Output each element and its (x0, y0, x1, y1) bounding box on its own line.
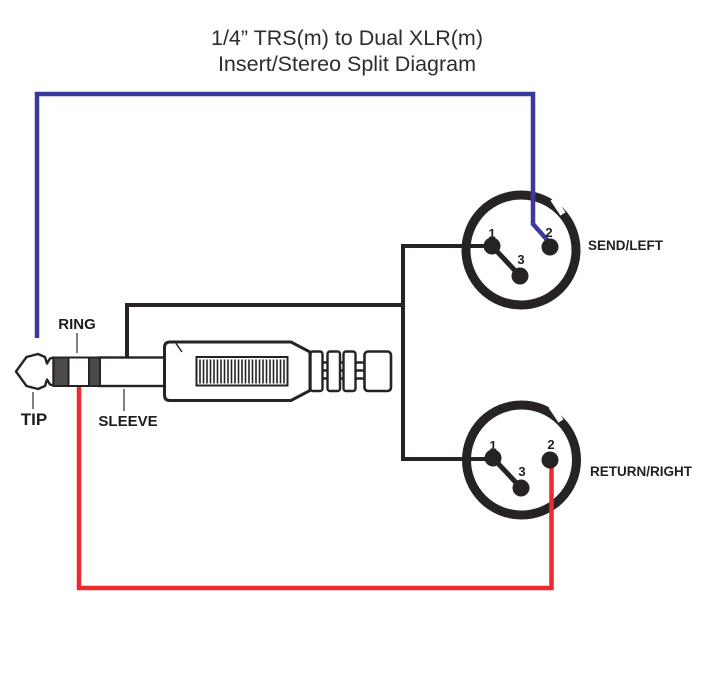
xlr-return-pin3-number: 3 (518, 464, 525, 479)
ring-wire-red (76, 386, 554, 591)
strain-relief-rib-2 (326, 350, 342, 393)
xlr-return-pin2-number: 2 (547, 437, 554, 452)
xlr-return-pins: 1 2 3 (484, 437, 559, 497)
tip-label: TIP (21, 410, 47, 429)
strain-relief-rib-3 (342, 350, 357, 393)
xlr-send-pin1 (483, 237, 501, 255)
xlr-send-keyway-notch (550, 197, 566, 216)
xlr-send-label: SEND/LEFT (588, 238, 664, 253)
diagram-title-line1: 1/4” TRS(m) to Dual XLR(m) (211, 26, 483, 50)
trs-plug (14, 340, 393, 402)
trs-insulator-band-1 (52, 356, 70, 387)
sleeve-label: SLEEVE (98, 413, 157, 430)
xlr-return-label: RETURN/RIGHT (590, 464, 693, 479)
xlr-return-pin2 (541, 451, 559, 469)
trs-tip-cone (14, 352, 55, 391)
xlr-return-pin3 (512, 479, 530, 497)
xlr-send-connector (461, 190, 581, 310)
tip-wire-blue (34, 91, 551, 338)
xlr-send-pins: 1 2 3 (483, 225, 559, 285)
xlr-return-pin1-number: 1 (489, 438, 496, 453)
strain-relief-end-cap (363, 350, 393, 393)
strain-relief-joints (323, 361, 364, 380)
trs-ring-band (67, 356, 90, 387)
trs-sleeve-shaft (97, 356, 171, 388)
sleeve-wire-to-pins (401, 244, 494, 461)
xlr-return-pin1 (484, 449, 502, 467)
xlr-send-pin3-number: 3 (517, 252, 524, 267)
xlr-send-pin2 (541, 238, 559, 256)
xlr-send-pin2-number: 2 (545, 225, 552, 240)
xlr-send-pin3 (511, 267, 529, 285)
xlr-return-keyway-notch (548, 404, 564, 423)
sleeve-wire-segment (125, 303, 403, 357)
strain-relief-rib-1 (309, 350, 324, 393)
wires (34, 91, 554, 591)
trs-grip-knurling (199, 359, 285, 384)
trs-insulator-band-2 (88, 356, 101, 387)
diagram-title-line2: Insert/Stereo Split Diagram (218, 52, 476, 76)
barrel-mold-line (175, 343, 183, 353)
trs-labels: RING TIP SLEEVE (21, 316, 158, 430)
xlr-send-circle (461, 190, 581, 310)
ring-label: RING (58, 316, 96, 333)
xlr-send-pin1-number: 1 (488, 226, 495, 241)
